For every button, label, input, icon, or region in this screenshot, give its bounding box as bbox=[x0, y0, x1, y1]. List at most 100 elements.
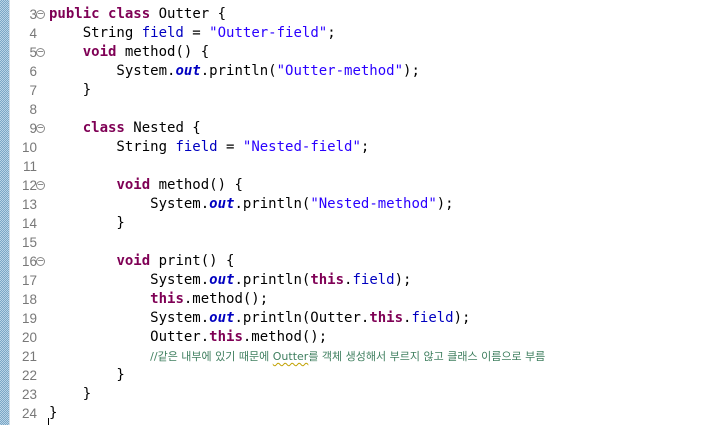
code-token: = bbox=[183, 25, 210, 41]
code-line[interactable]: 13 System.out.println("Nested-method"); bbox=[0, 195, 709, 214]
code-text[interactable]: } bbox=[49, 385, 91, 404]
code-token: .method(); bbox=[242, 329, 328, 345]
code-text[interactable]: void method() { bbox=[49, 176, 242, 195]
code-token: System. bbox=[49, 63, 176, 79]
code-text[interactable]: String field = "Outter-field"; bbox=[49, 24, 336, 43]
code-text[interactable]: //같은 내부에 있기 때문에 Outter를 객체 생성해서 부르지 않고 클… bbox=[49, 347, 545, 366]
code-token: } bbox=[49, 367, 125, 383]
code-token: System. bbox=[49, 196, 210, 212]
line-number: 5 bbox=[29, 45, 37, 60]
code-text[interactable]: } bbox=[49, 366, 125, 385]
code-text[interactable]: String field = "Nested-field"; bbox=[49, 138, 369, 157]
code-line[interactable]: 9− class Nested { bbox=[0, 119, 709, 138]
code-line[interactable]: 21 //같은 내부에 있기 때문에 Outter를 객체 생성해서 부르지 않… bbox=[0, 347, 709, 366]
code-token: Outter. bbox=[49, 329, 210, 345]
text-cursor bbox=[48, 418, 49, 425]
fold-toggle-icon[interactable]: − bbox=[36, 123, 45, 133]
code-token: ; bbox=[360, 139, 370, 155]
line-number: 24 bbox=[21, 406, 37, 421]
code-line[interactable]: 14 } bbox=[0, 214, 709, 233]
code-line[interactable]: 7 } bbox=[0, 81, 709, 100]
code-token: } bbox=[49, 405, 58, 421]
code-text[interactable]: } bbox=[49, 81, 91, 100]
code-token: out bbox=[209, 310, 235, 326]
overview-ruler[interactable] bbox=[0, 0, 10, 425]
code-text[interactable]: System.out.println("Nested-method"); bbox=[49, 195, 453, 214]
code-line[interactable]: 20 Outter.this.method(); bbox=[0, 328, 709, 347]
code-line[interactable]: 22 } bbox=[0, 366, 709, 385]
line-number: 15 bbox=[21, 235, 37, 250]
line-number: 11 bbox=[22, 159, 37, 174]
code-token bbox=[49, 120, 83, 136]
code-token: public bbox=[49, 6, 100, 22]
line-number: 6 bbox=[29, 64, 37, 79]
code-line[interactable]: 5− void method() { bbox=[0, 43, 709, 62]
code-token: .method(); bbox=[183, 291, 269, 307]
line-number: 16 bbox=[21, 254, 37, 269]
code-line[interactable]: 10 String field = "Nested-field"; bbox=[0, 138, 709, 157]
code-line[interactable]: 18 this.method(); bbox=[0, 290, 709, 309]
code-line[interactable]: 4 String field = "Outter-field"; bbox=[0, 24, 709, 43]
line-number: 8 bbox=[29, 102, 37, 117]
code-text[interactable]: public class Outter { bbox=[49, 5, 226, 24]
code-token: void bbox=[116, 253, 151, 269]
code-text[interactable]: void method() { bbox=[49, 43, 209, 62]
code-token: .println( bbox=[234, 272, 311, 288]
code-text[interactable]: class Nested { bbox=[49, 119, 201, 138]
code-line[interactable]: 16− void print() { bbox=[0, 252, 709, 271]
code-text[interactable]: System.out.println("Outter-method"); bbox=[49, 62, 419, 81]
line-number: 14 bbox=[21, 216, 37, 231]
code-token: } bbox=[49, 215, 125, 231]
code-token: field bbox=[411, 310, 454, 326]
line-number: 20 bbox=[21, 330, 37, 345]
code-text[interactable]: System.out.println(this.field); bbox=[49, 271, 411, 290]
code-token: Outter bbox=[272, 350, 309, 363]
code-token: .println( bbox=[200, 63, 277, 79]
code-text[interactable]: this.method(); bbox=[49, 290, 268, 309]
code-token: void bbox=[82, 44, 117, 60]
code-text[interactable]: } bbox=[49, 214, 125, 233]
code-text[interactable]: void print() { bbox=[49, 252, 234, 271]
code-token: . bbox=[344, 272, 353, 288]
code-text[interactable]: } bbox=[49, 404, 57, 423]
code-token: String bbox=[49, 139, 176, 155]
code-token: "Nested-field" bbox=[242, 139, 361, 155]
line-number: 3 bbox=[29, 7, 37, 22]
code-token: "Outter-field" bbox=[209, 25, 328, 41]
fold-toggle-icon[interactable]: − bbox=[36, 47, 45, 57]
code-line[interactable]: 11 bbox=[0, 157, 709, 176]
line-number: 18 bbox=[21, 292, 37, 307]
code-line[interactable]: 19 System.out.println(Outter.this.field)… bbox=[0, 309, 709, 328]
code-token: this bbox=[369, 310, 404, 326]
code-text[interactable]: Outter.this.method(); bbox=[49, 328, 327, 347]
code-token: ; bbox=[327, 25, 336, 41]
line-number: 7 bbox=[29, 83, 37, 98]
code-line[interactable]: 6 System.out.println("Outter-method"); bbox=[0, 62, 709, 81]
line-number: 13 bbox=[21, 197, 37, 212]
code-token: = bbox=[217, 139, 243, 155]
line-number: 17 bbox=[21, 273, 37, 288]
line-number: 22 bbox=[21, 368, 37, 383]
fold-toggle-icon[interactable]: − bbox=[36, 9, 45, 19]
code-line[interactable]: 3−public class Outter { bbox=[0, 5, 709, 24]
code-token: void bbox=[116, 177, 151, 193]
code-line[interactable]: 12− void method() { bbox=[0, 176, 709, 195]
code-line[interactable]: 8 bbox=[0, 100, 709, 119]
code-line[interactable]: 15 bbox=[0, 233, 709, 252]
code-line[interactable]: 23 } bbox=[0, 385, 709, 404]
code-token: 를 객체 생성해서 부르지 않고 클래스 이름으로 부름 bbox=[308, 350, 546, 363]
code-line[interactable]: 24} bbox=[0, 404, 709, 423]
fold-toggle-icon[interactable]: − bbox=[36, 180, 45, 190]
line-number: 12 bbox=[21, 178, 37, 193]
code-text[interactable]: System.out.println(Outter.this.field); bbox=[49, 309, 470, 328]
code-token: this bbox=[310, 272, 345, 288]
code-token bbox=[49, 253, 116, 269]
code-token: this bbox=[150, 291, 184, 307]
code-token bbox=[49, 177, 116, 193]
fold-toggle-icon[interactable]: − bbox=[36, 256, 45, 266]
line-number: 10 bbox=[21, 140, 37, 155]
code-token: } bbox=[49, 386, 92, 402]
code-line[interactable]: 17 System.out.println(this.field); bbox=[0, 271, 709, 290]
line-number: 21 bbox=[21, 349, 37, 364]
